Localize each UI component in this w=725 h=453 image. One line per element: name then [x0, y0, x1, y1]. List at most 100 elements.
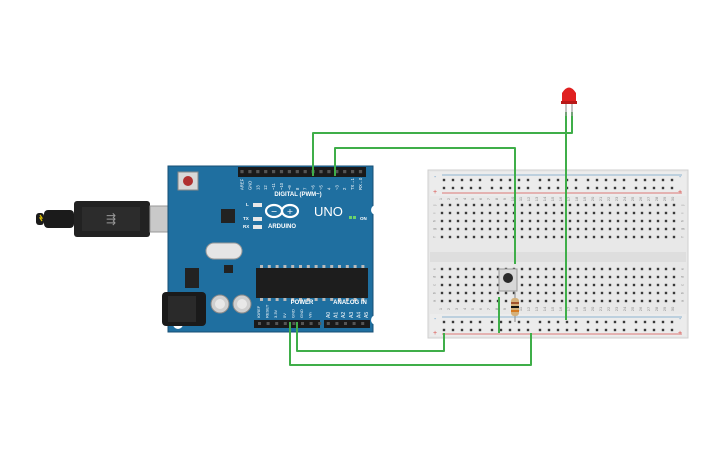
- breadboard-hole[interactable]: [464, 227, 468, 231]
- breadboard-hole[interactable]: [544, 203, 548, 207]
- breadboard-hole[interactable]: [664, 227, 668, 231]
- breadboard-hole[interactable]: [592, 291, 596, 295]
- breadboard-hole[interactable]: [544, 291, 548, 295]
- digital-pin[interactable]: [272, 170, 276, 174]
- breadboard-hole[interactable]: [672, 299, 676, 303]
- breadboard-hole[interactable]: [496, 203, 500, 207]
- breadboard-hole[interactable]: [560, 203, 564, 207]
- breadboard-hole[interactable]: [440, 211, 444, 215]
- breadboard-hole[interactable]: [528, 219, 532, 223]
- breadboard-hole[interactable]: [595, 328, 599, 332]
- breadboard-hole[interactable]: [661, 178, 665, 182]
- breadboard-hole[interactable]: [648, 275, 652, 279]
- breadboard-hole[interactable]: [451, 186, 455, 190]
- breadboard-hole[interactable]: [656, 283, 660, 287]
- breadboard-hole[interactable]: [544, 283, 548, 287]
- breadboard-hole[interactable]: [632, 275, 636, 279]
- breadboard-hole[interactable]: [448, 227, 452, 231]
- breadboard-hole[interactable]: [496, 291, 500, 295]
- breadboard-hole[interactable]: [560, 211, 564, 215]
- breadboard-hole[interactable]: [547, 320, 551, 324]
- breadboard-hole[interactable]: [648, 267, 652, 271]
- breadboard-hole[interactable]: [592, 211, 596, 215]
- breadboard-hole[interactable]: [632, 299, 636, 303]
- breadboard-hole[interactable]: [488, 219, 492, 223]
- breadboard-hole[interactable]: [600, 235, 604, 239]
- breadboard-hole[interactable]: [640, 267, 644, 271]
- breadboard-hole[interactable]: [488, 267, 492, 271]
- breadboard-hole[interactable]: [472, 299, 476, 303]
- breadboard-hole[interactable]: [592, 299, 596, 303]
- breadboard-hole[interactable]: [528, 235, 532, 239]
- breadboard-hole[interactable]: [556, 328, 560, 332]
- breadboard-hole[interactable]: [528, 275, 532, 279]
- breadboard-hole[interactable]: [488, 211, 492, 215]
- breadboard-hole[interactable]: [584, 291, 588, 295]
- breadboard-hole[interactable]: [472, 235, 476, 239]
- breadboard-hole[interactable]: [560, 275, 564, 279]
- breadboard-hole[interactable]: [464, 283, 468, 287]
- breadboard-hole[interactable]: [488, 283, 492, 287]
- breadboard-hole[interactable]: [538, 320, 542, 324]
- breadboard-hole[interactable]: [664, 235, 668, 239]
- breadboard-hole[interactable]: [622, 320, 626, 324]
- breadboard-hole[interactable]: [616, 291, 620, 295]
- breadboard-hole[interactable]: [604, 328, 608, 332]
- breadboard-hole[interactable]: [517, 328, 521, 332]
- breadboard-hole[interactable]: [442, 186, 446, 190]
- breadboard-hole[interactable]: [480, 283, 484, 287]
- breadboard-hole[interactable]: [656, 267, 660, 271]
- breadboard-hole[interactable]: [478, 320, 482, 324]
- header-pin[interactable]: [326, 322, 330, 325]
- breadboard-hole[interactable]: [595, 320, 599, 324]
- breadboard-hole[interactable]: [560, 235, 564, 239]
- breadboard-hole[interactable]: [595, 178, 599, 182]
- breadboard-hole[interactable]: [480, 291, 484, 295]
- breadboard-hole[interactable]: [490, 320, 494, 324]
- digital-pin[interactable]: [319, 170, 323, 174]
- breadboard-hole[interactable]: [672, 227, 676, 231]
- breadboard-hole[interactable]: [472, 291, 476, 295]
- header-pin[interactable]: [361, 322, 365, 325]
- breadboard-hole[interactable]: [648, 227, 652, 231]
- breadboard-hole[interactable]: [568, 211, 572, 215]
- breadboard-hole[interactable]: [648, 203, 652, 207]
- breadboard-hole[interactable]: [478, 186, 482, 190]
- breadboard-hole[interactable]: [488, 299, 492, 303]
- breadboard-hole[interactable]: [456, 283, 460, 287]
- breadboard-hole[interactable]: [464, 291, 468, 295]
- breadboard-hole[interactable]: [508, 328, 512, 332]
- digital-pin[interactable]: [303, 170, 307, 174]
- breadboard-hole[interactable]: [652, 186, 656, 190]
- breadboard-hole[interactable]: [440, 299, 444, 303]
- breadboard-hole[interactable]: [440, 283, 444, 287]
- breadboard-hole[interactable]: [547, 328, 551, 332]
- breadboard-hole[interactable]: [608, 299, 612, 303]
- breadboard-hole[interactable]: [499, 178, 503, 182]
- breadboard-hole[interactable]: [592, 235, 596, 239]
- breadboard-hole[interactable]: [672, 275, 676, 279]
- breadboard-hole[interactable]: [584, 211, 588, 215]
- breadboard-hole[interactable]: [544, 211, 548, 215]
- header-pin[interactable]: [266, 322, 270, 325]
- breadboard-hole[interactable]: [536, 211, 540, 215]
- breadboard-hole[interactable]: [576, 275, 580, 279]
- digital-pin[interactable]: [335, 170, 339, 174]
- breadboard-hole[interactable]: [552, 219, 556, 223]
- breadboard-hole[interactable]: [632, 203, 636, 207]
- breadboard-hole[interactable]: [576, 235, 580, 239]
- breadboard-hole[interactable]: [584, 219, 588, 223]
- header-pin[interactable]: [275, 322, 279, 325]
- breadboard-hole[interactable]: [616, 203, 620, 207]
- breadboard-hole[interactable]: [536, 267, 540, 271]
- breadboard-hole[interactable]: [480, 203, 484, 207]
- breadboard-hole[interactable]: [640, 291, 644, 295]
- breadboard-hole[interactable]: [616, 227, 620, 231]
- breadboard-hole[interactable]: [640, 235, 644, 239]
- breadboard-hole[interactable]: [608, 283, 612, 287]
- breadboard-hole[interactable]: [664, 299, 668, 303]
- breadboard-hole[interactable]: [472, 203, 476, 207]
- breadboard-hole[interactable]: [652, 320, 656, 324]
- breadboard-hole[interactable]: [624, 203, 628, 207]
